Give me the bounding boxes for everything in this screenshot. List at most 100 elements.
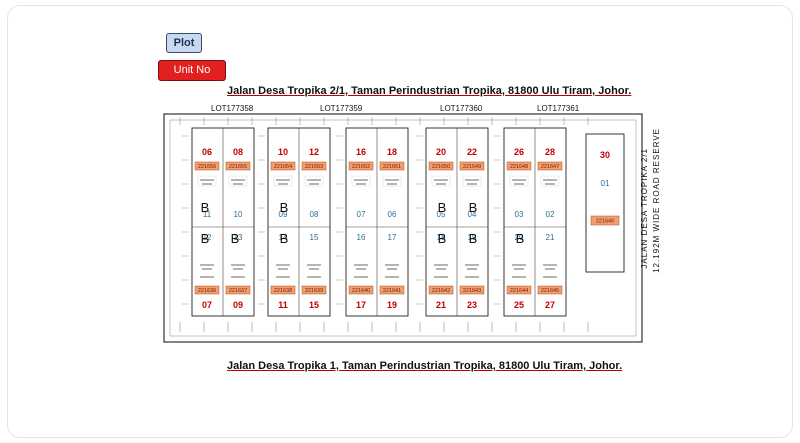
unit-number: 17 [356, 300, 366, 310]
plot-number: 07 [357, 210, 366, 219]
document-page [8, 6, 792, 437]
plot-annotation [509, 175, 529, 187]
unit-number: 15 [309, 300, 319, 310]
unit-tag-text: 221638 [274, 288, 292, 294]
unit-tag-text: 221639 [305, 288, 323, 294]
unit-number: 22 [467, 147, 477, 157]
top-road-label: Jalan Desa Tropika 2/1, Taman Perindustr… [227, 85, 632, 97]
plot-number: 17 [388, 233, 397, 242]
unit-tag [225, 161, 251, 171]
side-road-labels: JALAN DESA TROPIKA 2/1 12.192M WIDE ROAD… [640, 128, 666, 346]
plot-annotation [197, 175, 217, 187]
unit-tag [506, 285, 532, 295]
unit-number: 20 [436, 147, 446, 157]
lot-label: LOT177358 [211, 104, 254, 113]
plot-number: 13 [234, 233, 243, 242]
unit-number: 21 [436, 300, 446, 310]
plot-number: 02 [546, 210, 555, 219]
zone-b-marker: B [438, 231, 447, 246]
unit-tag-text: 221650 [432, 164, 450, 170]
unit-tag-text: 221637 [229, 288, 247, 294]
zone-b-marker: B [201, 231, 210, 246]
plot-number: 21 [546, 233, 555, 242]
unit-number: 27 [545, 300, 555, 310]
plot-number: 15 [310, 233, 319, 242]
bottom-road-label: Jalan Desa Tropika 1, Taman Perindustria… [227, 360, 623, 372]
unit-tag [537, 161, 563, 171]
unit-tag-text: 221643 [463, 288, 481, 294]
unit-number: 06 [202, 147, 212, 157]
unit-tag [459, 161, 485, 171]
plot-number: 01 [601, 179, 610, 188]
unit-tag [428, 285, 454, 295]
plot-annotation [304, 175, 324, 187]
unit-tag-text: 221636 [198, 288, 216, 294]
plot-number: 03 [515, 210, 524, 219]
unit-tag [537, 285, 563, 295]
unit-tag [348, 161, 374, 171]
unit-tag [348, 285, 374, 295]
unit-tag [506, 161, 532, 171]
zone-b-marker: B [469, 200, 478, 215]
zone-b-marker: B [469, 231, 478, 246]
plot-number: 10 [234, 210, 243, 219]
unit-tag-text: 221646 [596, 219, 614, 225]
lot-label: LOT177359 [320, 104, 363, 113]
unit-tag [194, 285, 220, 295]
unit-tag-text: 221651 [383, 164, 401, 170]
plot-number: 16 [357, 233, 366, 242]
plot-annotation [462, 175, 482, 187]
unit-number: 18 [387, 147, 397, 157]
unit-number: 25 [514, 300, 524, 310]
plot-number: 14 [279, 233, 288, 242]
unit-tag-text: 221649 [463, 164, 481, 170]
legend-unit-key: Unit No [158, 60, 226, 81]
plot-number: 12 [203, 233, 212, 242]
unit-tag [194, 161, 220, 171]
unit-tag [270, 161, 296, 171]
unit-tag-text: 221654 [274, 164, 292, 170]
plot-number: 08 [310, 210, 319, 219]
unit-tag [379, 285, 405, 295]
unit-number: 09 [233, 300, 243, 310]
unit-tag [590, 215, 620, 226]
unit-tag [270, 285, 296, 295]
unit-tag-text: 221652 [352, 164, 370, 170]
unit-number: 08 [233, 147, 243, 157]
plot-number: 20 [515, 233, 524, 242]
lot-label: LOT177361 [537, 104, 580, 113]
unit-tag-text: 221642 [432, 288, 450, 294]
zone-b-marker: B [438, 200, 447, 215]
plot-number: 11 [203, 210, 212, 219]
plot-number: 06 [388, 210, 397, 219]
unit-number: 07 [202, 300, 212, 310]
zone-b-marker: B [201, 200, 210, 215]
plot-number: 09 [279, 210, 288, 219]
site-boundary [163, 113, 643, 343]
zone-b-marker: B [280, 231, 289, 246]
unit-tag-text: 221647 [541, 164, 559, 170]
unit-tag [379, 161, 405, 171]
site-inner-boundary [169, 119, 637, 337]
unit-number: 30 [600, 150, 610, 160]
plot-annotation [431, 175, 451, 187]
unit-tag [225, 285, 251, 295]
unit-tag-text: 221641 [383, 288, 401, 294]
unit-number: 19 [387, 300, 397, 310]
unit-tag [459, 285, 485, 295]
unit-tag-text: 221653 [305, 164, 323, 170]
unit-number: 12 [309, 147, 319, 157]
site-plan: 0622165611122216360708221655101322163709… [163, 113, 643, 343]
unit-number: 10 [278, 147, 288, 157]
plot-number: 05 [437, 210, 446, 219]
side-road-reserve: 12.192M WIDE ROAD RESERVE [652, 128, 661, 273]
unit-tag-text: 221656 [198, 164, 216, 170]
unit-tag [301, 285, 327, 295]
unit-number: 26 [514, 147, 524, 157]
unit-tag-text: 221645 [541, 288, 559, 294]
unit-number: 23 [467, 300, 477, 310]
unit-number: 11 [278, 300, 288, 310]
unit-number: 16 [356, 147, 366, 157]
zone-b-marker: B [516, 231, 525, 246]
zone-b-marker: B [280, 200, 289, 215]
